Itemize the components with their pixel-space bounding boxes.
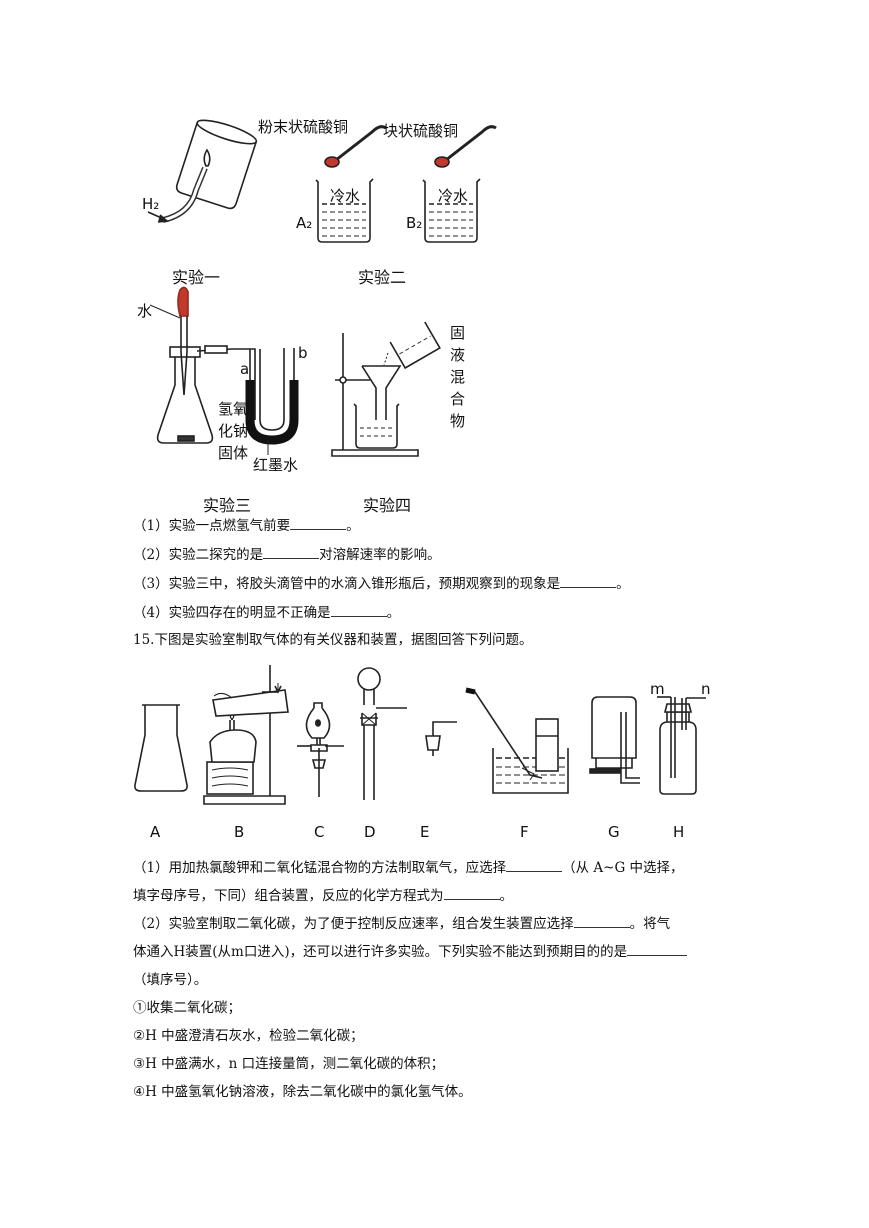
naoh-label-line3: 固体	[218, 444, 249, 462]
apparatus-label-f: F	[520, 823, 529, 841]
exp2-drawing	[315, 125, 497, 243]
apparatus-a-drawing	[134, 704, 188, 792]
q15-part2-line2: 体通入H装置(从m口进入)，还可以进行许多实验。下列实验不能达到预期目的的是	[133, 942, 688, 962]
solid-liquid-mixture-label: 固液混合物	[450, 324, 466, 430]
q14-item-3: （3）实验三中，将胶头滴管中的水滴入锥形瓶后，预期观察到的现象是。	[133, 574, 630, 592]
q14-item-4: （4）实验四存在的明显不正确是。	[133, 603, 401, 621]
exp3-caption: 实验三	[203, 496, 252, 515]
naoh-label-line1: 氢氧	[218, 400, 249, 418]
q15-option-3: ③H 中盛满水，n 口连接量筒，测二氧化碳的体积；	[133, 1056, 445, 1072]
answer-blank[interactable]	[263, 545, 320, 559]
block-copper-sulfate-label: 块状硫酸铜	[383, 122, 459, 140]
q15-part2-line3: （填序号）。	[133, 972, 208, 988]
answer-blank[interactable]	[330, 603, 387, 617]
q15-part2-line1: （2）实验室制取二氧化碳，为了便于控制反应速率，组合发生装置应选择。将气	[133, 914, 671, 932]
q14-item-2: （2）实验二探究的是对溶解速率的影响。	[133, 545, 441, 563]
b2-label: B₂	[406, 214, 423, 232]
apparatus-e-drawing	[425, 721, 457, 756]
apparatus-label-b: B	[234, 823, 245, 841]
answer-blank[interactable]	[560, 574, 617, 588]
apparatus-label-g: G	[608, 823, 620, 841]
powder-copper-sulfate-label: 粉末状硫酸铜	[258, 118, 349, 136]
port-n-label: n	[701, 680, 711, 698]
apparatus-d-drawing	[357, 667, 407, 800]
answer-blank[interactable]	[290, 516, 347, 530]
q15-option-1: ①收集二氧化碳；	[133, 1000, 241, 1016]
h2-label: H₂	[142, 195, 160, 213]
answer-blank[interactable]	[627, 942, 688, 956]
exp4-caption: 实验四	[363, 496, 412, 515]
tube-b-label: b	[298, 344, 308, 362]
q15-title: 15.下图是实验室制取气体的有关仪器和装置，据图回答下列问题。	[133, 632, 533, 648]
naoh-label-line2: 化钠	[218, 422, 249, 440]
apparatus-b-drawing	[203, 665, 289, 805]
answer-blank[interactable]	[443, 886, 500, 900]
answer-blank[interactable]	[506, 858, 563, 872]
water-label: 水	[137, 302, 153, 320]
apparatus-label-h: H	[673, 823, 685, 841]
exp4-drawing	[331, 321, 441, 457]
apparatus-h-drawing	[657, 696, 706, 795]
tube-a-label: a	[240, 360, 250, 378]
apparatus-f-drawing	[465, 687, 569, 794]
cold-water-label-a: 冷水	[330, 187, 361, 205]
apparatus-label-e: E	[420, 823, 430, 841]
exp3-drawing	[149, 286, 299, 455]
apparatus-c-drawing	[297, 702, 344, 797]
exp1-drawing	[147, 119, 258, 223]
q15-option-2: ②H 中盛澄清石灰水，检验二氧化碳；	[133, 1028, 364, 1044]
q15-option-4: ④H 中盛氢氧化钠溶液，除去二氧化碳中的氯化氢气体。	[133, 1084, 472, 1100]
answer-blank[interactable]	[573, 914, 630, 928]
apparatus-label-c: C	[314, 823, 325, 841]
apparatus-label-d: D	[364, 823, 376, 841]
a2-label: A₂	[296, 214, 313, 232]
cold-water-label-b: 冷水	[438, 187, 469, 205]
port-m-label: m	[650, 680, 665, 698]
red-ink-label: 红墨水	[253, 456, 299, 474]
exp1-caption: 实验一	[172, 268, 221, 287]
apparatus-label-a: A	[150, 823, 161, 841]
q14-item-1: （1）实验一点燃氢气前要。	[133, 516, 360, 534]
exp2-caption: 实验二	[358, 268, 407, 287]
apparatus-g-drawing	[589, 696, 640, 784]
q15-part1-line1: （1）用加热氯酸钾和二氧化锰混合物的方法制取氧气，应选择（从 A~G 中选择，	[133, 858, 684, 876]
q15-part1-line2: 填字母序号，下同）组合装置，反应的化学方程式为。	[133, 886, 513, 904]
